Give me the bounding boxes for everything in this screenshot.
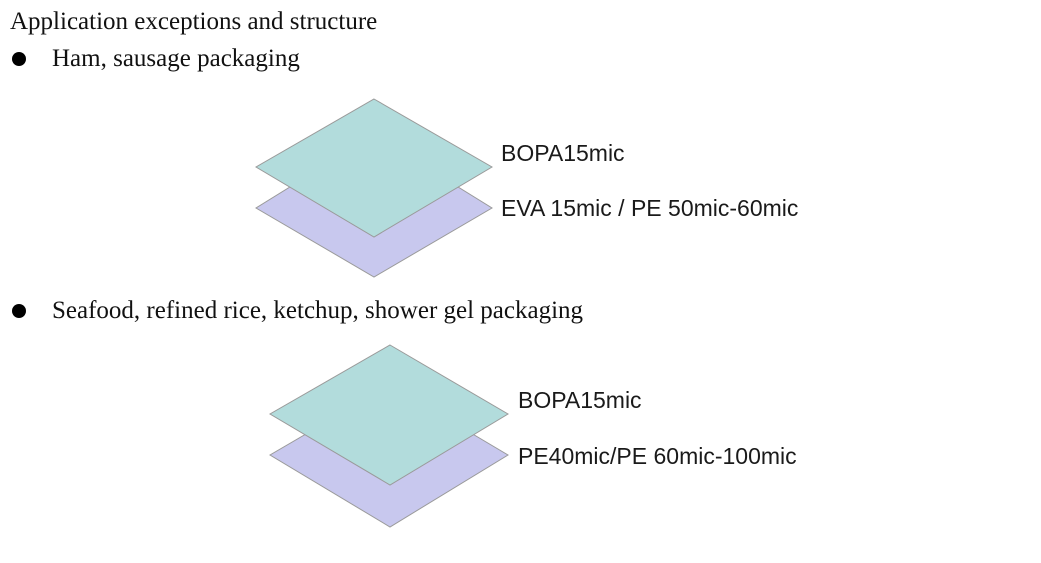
bullet-label: Seafood, refined rice, ketchup, shower g…: [52, 297, 584, 324]
page-title: Application exceptions and structure: [10, 8, 378, 35]
top-layer-label-2: BOPA15mic: [518, 387, 642, 413]
top-layer-label-1: BOPA15mic: [501, 140, 625, 166]
bullet-ham-sausage: Ham, sausage packaging: [12, 43, 300, 75]
layer-stack-1: BOPA15mic EVA 15mic / PE 50mic-60mic: [255, 98, 798, 278]
bottom-layer-label-1: EVA 15mic / PE 50mic-60mic: [501, 195, 798, 221]
bullet-label: Ham, sausage packaging: [52, 45, 300, 72]
top-layer-2: [269, 344, 509, 486]
layer-stack-2: BOPA15mic PE40mic/PE 60mic-100mic: [269, 344, 797, 528]
bottom-layer-label-2: PE40mic/PE 60mic-100mic: [518, 443, 797, 469]
bullet-dot-icon: [12, 52, 26, 66]
bullet-seafood: Seafood, refined rice, ketchup, shower g…: [12, 295, 583, 327]
top-layer-1: [255, 98, 493, 238]
bullet-dot-icon: [12, 304, 26, 318]
